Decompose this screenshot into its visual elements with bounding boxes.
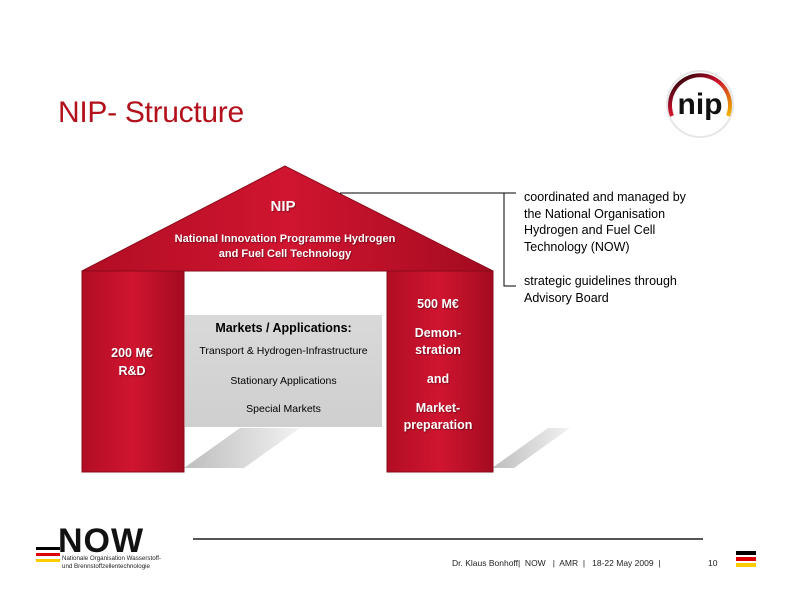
left-pillar-label: 200 M€ R&D [90, 344, 174, 380]
pillar-shadow-left [184, 428, 300, 468]
markets-title: Markets / Applications: [215, 321, 352, 335]
right-pillar-label: 500 M€ Demon- stration and Market- prepa… [390, 296, 486, 434]
right-pillar-line: stration [415, 343, 461, 357]
right-pillar-line: Market- [415, 401, 461, 415]
annotation-line: Hydrogen and Fuel Cell [524, 223, 656, 237]
page-number: 10 [708, 558, 718, 568]
nip-logo-text: nip [678, 88, 723, 121]
roof-title: NIP [270, 198, 296, 215]
now-logo-subtitle-line: und Brennstoffzellentechnologie [62, 562, 150, 570]
markets-item: Special Markets [246, 403, 321, 415]
right-pillar-line: preparation [403, 418, 473, 432]
annotation-line: Technology (NOW) [524, 239, 630, 254]
annotation-line: strategic guidelines through [524, 274, 677, 288]
roof-subtitle: National Innovation Programme Hydrogen a… [158, 232, 412, 262]
roof-subtitle-line: and Fuel Cell Technology [218, 248, 352, 260]
annotation-line: the National Organisation [524, 206, 666, 221]
markets-item: Stationary Applications [230, 375, 337, 387]
now-logo-mark [36, 547, 60, 562]
markets-item: Transport & Hydrogen-Infrastructure [199, 345, 368, 357]
footer-text: Dr. Klaus Bonhoff| NOW | AMR | 18-22 May… [452, 558, 661, 568]
german-flag-icon [736, 551, 756, 567]
roof-subtitle-line: National Innovation Programme Hydrogen [174, 233, 396, 245]
left-pillar-area: R&D [118, 364, 146, 378]
right-pillar-amount: 500 M€ [417, 297, 459, 311]
right-pillar-line: Demon- [414, 326, 462, 340]
house-roof [81, 165, 494, 272]
markets-box [185, 315, 382, 427]
right-pillar-line: and [426, 372, 450, 386]
left-pillar-amount: 200 M€ [111, 346, 153, 360]
nip-logo: nip [666, 70, 734, 138]
annotation-line: Advisory Board [524, 290, 609, 305]
pillar-shadow-right [492, 428, 570, 468]
now-logo-subtitle: Nationale Organisation Wasserstoff- und … [62, 555, 192, 570]
annotation-advisory: strategic guidelines through Advisory Bo… [524, 273, 724, 306]
footer-divider [193, 538, 703, 540]
annotation-line: coordinated and managed by [524, 190, 686, 204]
right-pillar [386, 270, 494, 473]
now-logo-text: NOW [58, 522, 145, 560]
slide-title: NIP- Structure [58, 96, 244, 129]
now-logo-subtitle-line: Nationale Organisation Wasserstoff- [62, 555, 162, 562]
bracket [503, 193, 516, 287]
left-pillar [81, 270, 185, 473]
annotation-coordination: coordinated and managed by the National … [524, 189, 724, 255]
